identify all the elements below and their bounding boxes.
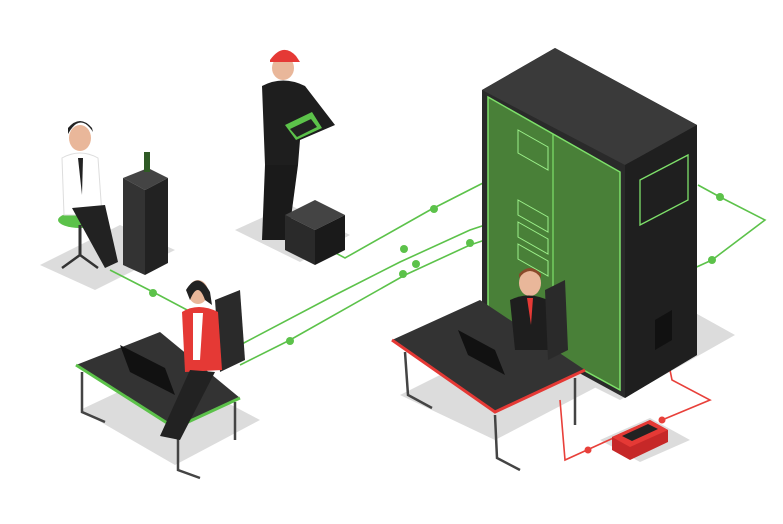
rack-port-panel [655, 310, 672, 350]
chair [215, 290, 245, 372]
network-nodes-green [149, 193, 724, 345]
person-woman [160, 280, 245, 440]
laptop-icon [120, 345, 175, 395]
person-manager [510, 268, 568, 360]
chair [545, 280, 568, 360]
network-nodes-red [584, 416, 666, 454]
laptop-icon [458, 330, 505, 375]
podium [123, 152, 168, 275]
box [285, 200, 345, 265]
router-icon [612, 420, 668, 460]
red-cap [270, 49, 300, 62]
bottle [144, 152, 150, 172]
desk-red [391, 300, 586, 472]
person-seated [58, 121, 118, 270]
rack-vent [639, 153, 689, 227]
